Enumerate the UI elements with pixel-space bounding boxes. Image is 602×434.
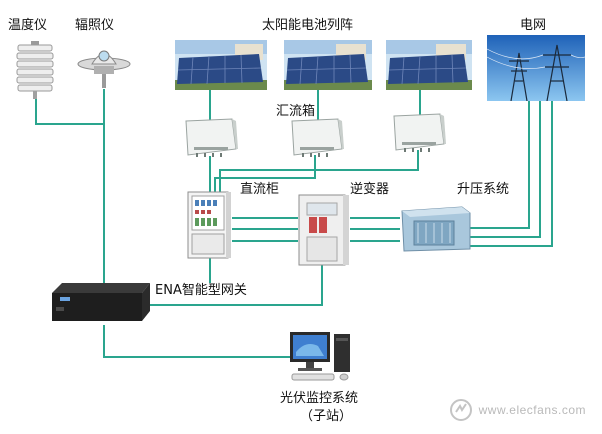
combiner-box-1 bbox=[182, 117, 238, 161]
radiometer-device bbox=[76, 44, 132, 92]
dc-cabinet bbox=[186, 190, 232, 264]
combiner-box-icon bbox=[185, 118, 238, 157]
gateway-device bbox=[52, 283, 150, 329]
solar-panel-icon bbox=[386, 40, 472, 90]
wire-thermometer bbox=[35, 97, 104, 125]
solar-panel-icon bbox=[284, 40, 372, 90]
combiner-box-3 bbox=[390, 112, 446, 156]
watermark-text: www.elecfans.com bbox=[478, 403, 586, 417]
dc-cabinet-icon bbox=[187, 191, 231, 259]
thermometer-icon bbox=[16, 41, 54, 99]
combiner-box-icon bbox=[393, 113, 446, 152]
dc-cabinet-label: 直流柜 bbox=[240, 182, 280, 197]
wire-gateway-inverter bbox=[148, 265, 323, 306]
wire-combiner3 bbox=[219, 150, 419, 193]
inverter-label: 逆变器 bbox=[350, 182, 390, 197]
grid-image bbox=[486, 35, 586, 105]
watermark: www.elecfans.com bbox=[449, 398, 586, 422]
thermometer-label: 温度仪 bbox=[8, 18, 48, 33]
gateway-icon bbox=[52, 283, 150, 321]
solar-panel-3 bbox=[386, 40, 472, 94]
wire-gateway-monitor bbox=[103, 325, 290, 358]
elecfans-logo-icon bbox=[449, 399, 472, 421]
wire-combiner2 bbox=[214, 155, 316, 193]
monitor-station bbox=[288, 330, 356, 390]
solar-panel-1 bbox=[175, 40, 267, 94]
monitor-system-label: 光伏监控系统 bbox=[280, 391, 359, 406]
transformer-icon bbox=[401, 206, 471, 252]
radiometer-icon bbox=[77, 50, 131, 88]
thermometer-device bbox=[14, 41, 56, 103]
combiner-box-2 bbox=[288, 117, 344, 161]
wire-boost-grid-2 bbox=[470, 100, 541, 238]
combiner-box-icon bbox=[291, 118, 344, 157]
wire-boost-grid-1 bbox=[470, 100, 530, 229]
inverter-icon bbox=[298, 194, 349, 266]
boost-system-label: 升压系统 bbox=[457, 182, 510, 197]
power-tower-icon bbox=[486, 35, 586, 102]
solar-array-label: 太阳能电池列阵 bbox=[262, 18, 354, 33]
inverter bbox=[297, 193, 351, 271]
boost-system bbox=[400, 203, 472, 257]
combiner-box-label: 汇流箱 bbox=[276, 104, 316, 119]
monitor-substation-label: （子站） bbox=[300, 409, 353, 424]
grid-label: 电网 bbox=[520, 18, 547, 33]
computer-icon bbox=[290, 332, 350, 381]
solar-panel-2 bbox=[284, 40, 372, 94]
wire-boost-grid-3 bbox=[470, 100, 553, 247]
solar-panel-icon bbox=[175, 40, 267, 90]
radiometer-label: 辐照仪 bbox=[75, 18, 115, 33]
gateway-label: ENA智能型网关 bbox=[155, 283, 247, 298]
